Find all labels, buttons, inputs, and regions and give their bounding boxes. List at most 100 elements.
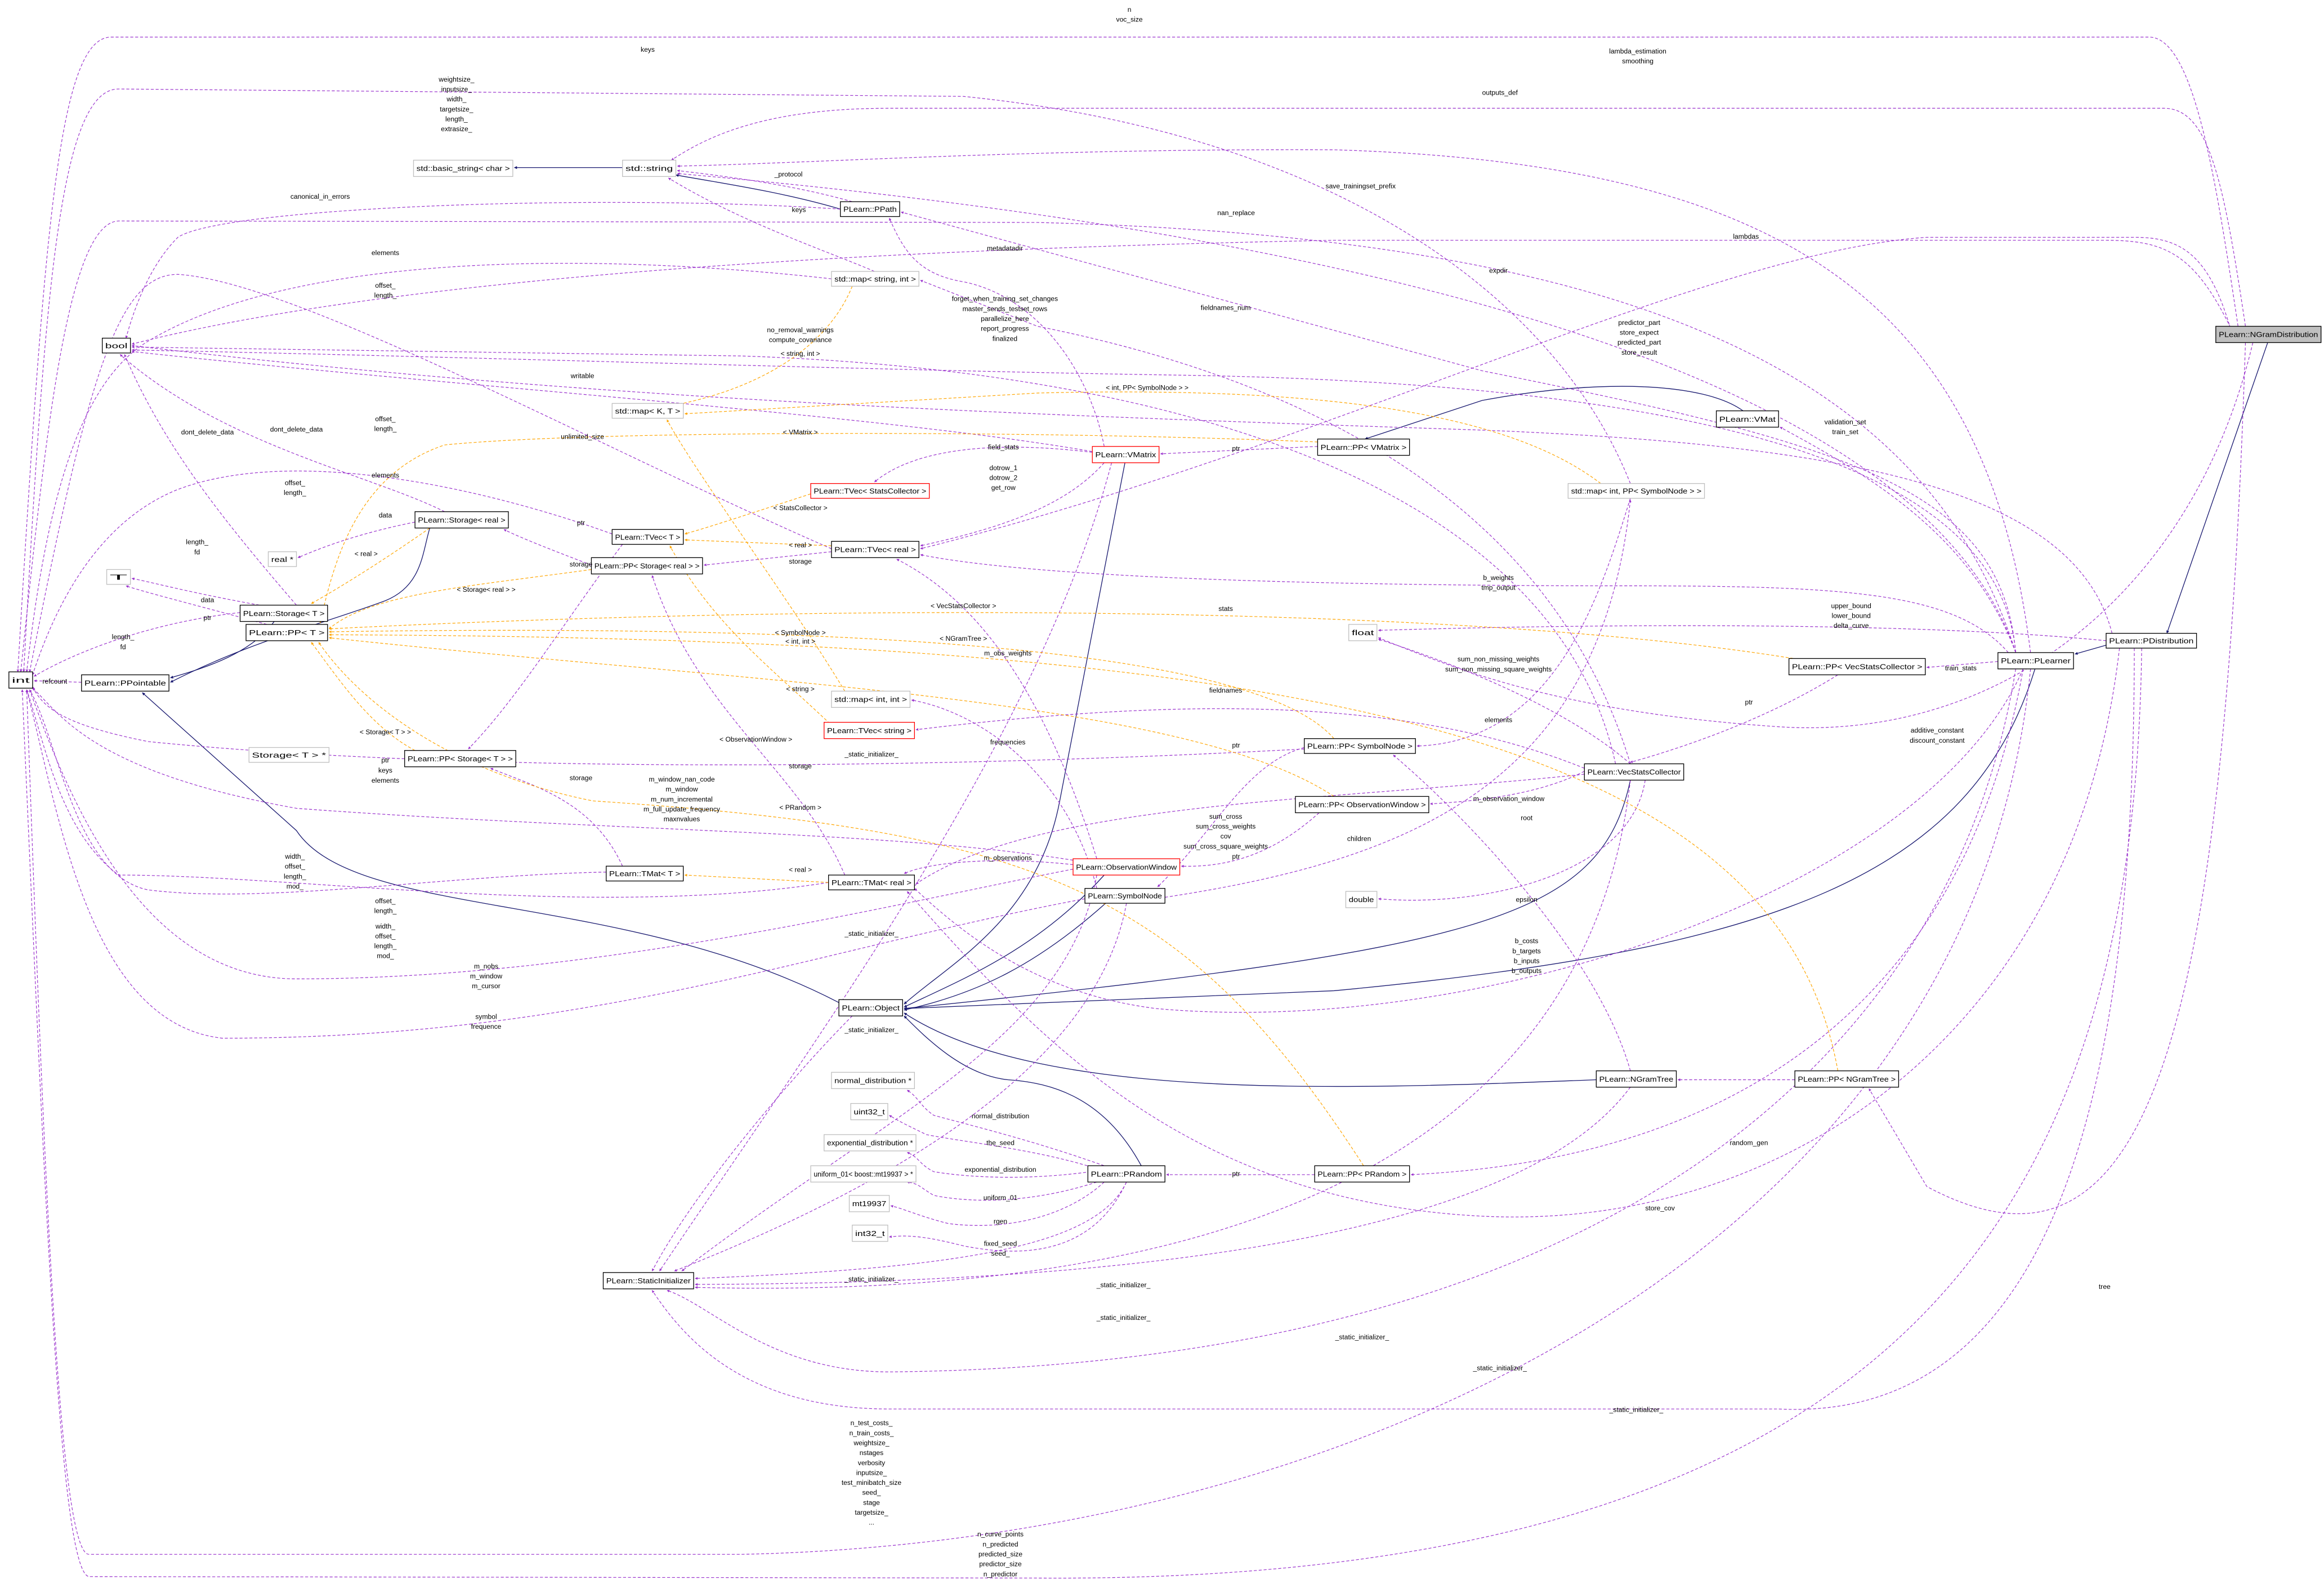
class-node-pp-t[interactable]: PLearn::PP< T > [245,624,328,641]
class-node-storage-real[interactable]: PLearn::Storage< real > [414,511,509,529]
edge-template [311,642,415,751]
class-node-pp-observationwindow[interactable]: PLearn::PP< ObservationWindow > [1295,796,1429,814]
node-box [1084,888,1165,904]
class-node-tmat-t[interactable]: PLearn::TMat< T > [606,865,684,882]
node-box [81,674,169,692]
edge-label: _static_initializer_ [844,930,899,938]
edge-usage [677,172,2016,653]
class-node-t: T [106,569,131,585]
edge-usage [131,344,2113,633]
class-node-vmatrix[interactable]: PLearn::VMatrix [1092,446,1160,463]
class-node-bool[interactable]: bool [101,337,131,354]
node-label: PLearn::PP< Storage< T > > [408,755,513,763]
edge-usage [1430,771,1585,805]
edge-label: length_ [374,425,397,433]
node-box [413,159,513,177]
class-node-int[interactable]: int [8,671,33,689]
class-node-pp-ngramtree[interactable]: PLearn::PP< NGramTree > [1794,1070,1900,1088]
edge-label: _protocol [774,170,803,178]
class-node-float: float [1348,624,1378,641]
edge-label: canonical_in_errors [290,193,350,200]
class-node-tvec-statscollector[interactable]: PLearn::TVec< StatsCollector > [810,483,930,499]
edge-label: get_row [991,484,1016,492]
class-node-object[interactable]: PLearn::Object [838,999,903,1016]
node-box [1715,410,1779,428]
class-node-pp-storage-t[interactable]: PLearn::PP< Storage< T > > [404,750,516,768]
edge-label: _static_initializer_ [1096,1314,1151,1322]
edge-label: ptr [381,756,389,764]
edge-usage [704,551,832,566]
node-label: PLearn::TVec< T > [615,533,681,541]
class-node-pp-prandom[interactable]: PLearn::PP< PRandom > [1314,1165,1410,1183]
class-node-storage-t[interactable]: PLearn::Storage< T > [239,604,328,622]
edge-label: save_trainingset_prefix [1326,182,1396,190]
edge-label: length_ [284,872,306,880]
class-node-int32-t: int32_t [852,1224,888,1242]
edge-label: m_window [665,786,698,793]
edge-label: < string, int > [781,350,820,358]
class-node-vecstatscollector[interactable]: PLearn::VecStatsCollector [1584,763,1684,781]
class-node-pp-vecstatscollector[interactable]: PLearn::PP< VecStatsCollector > [1788,658,1926,676]
class-node-mt19937: mt19937 [848,1195,890,1212]
class-node-tvec-t[interactable]: PLearn::TVec< T > [611,529,684,545]
edge-label: ptr [1232,1170,1240,1178]
class-node-ngramtree[interactable]: PLearn::NGramTree [1595,1070,1677,1088]
edge-usage [1630,674,1838,763]
edge-usage [920,237,2231,550]
class-node-observationwindow[interactable]: PLearn::ObservationWindow [1072,858,1181,876]
edge-usage [1780,427,2016,653]
edge-usage [874,447,1093,483]
edge-label: seed_ [862,1489,881,1497]
edge-label: forget_when_training_set_changes [952,295,1058,303]
node-label: PLearn::PP< SymbolNode > [1307,743,1413,751]
class-node-pdistribution[interactable]: PLearn::PDistribution [2106,633,2197,649]
edge-label: sum_non_missing_square_weights [1445,665,1552,673]
class-node-tvec-real[interactable]: PLearn::TVec< real > [831,541,919,559]
edge-usage [915,774,1585,885]
edge-label: ptr [1232,445,1240,453]
class-node-symbolnode[interactable]: PLearn::SymbolNode [1084,888,1165,904]
class-node-pp-symbolnode[interactable]: PLearn::PP< SymbolNode > [1304,738,1416,754]
class-node-plearner[interactable]: PLearn::PLearner [1997,652,2074,670]
edge-usage [131,240,2231,345]
edge-label: sum_cross_square_weights [1183,842,1268,850]
edge-label: mod_ [377,952,394,960]
class-node-tvec-string[interactable]: PLearn::TVec< string > [824,722,915,739]
edge-label: uniform_01 [984,1194,1018,1202]
class-node-staticinitializer[interactable]: PLearn::StaticInitializer [602,1272,694,1289]
edge-label: < SymbolNode > [775,628,826,636]
class-node-pp-storage-real[interactable]: PLearn::PP< Storage< real > > [591,557,703,574]
node-box [245,624,328,641]
node-box [1317,438,1410,456]
node-box [8,671,33,689]
edge-label: verbosity [858,1459,886,1467]
node-label: std::map< int, int > [834,696,907,704]
edge-usage [681,874,1097,1271]
class-node-ngramdistribution[interactable]: PLearn::NGramDistribution [2215,325,2322,343]
edge-usage [920,554,2009,653]
node-label: PLearn::ObservationWindow [1076,863,1177,871]
edge-label: m_full_update_frequency [643,805,721,813]
edge-usage [651,575,846,876]
node-box [1295,796,1429,814]
edge-label: elements [372,471,399,479]
class-node-vmat[interactable]: PLearn::VMat [1715,410,1779,428]
edge-label: _static_initializer_ [1096,1281,1151,1289]
edge-label: maxnvalues [664,815,700,823]
edge-label: < int, PP< SymbolNode > > [1106,384,1188,392]
edge-label: refcount [43,677,68,685]
class-node-pp-vmatrix[interactable]: PLearn::PP< VMatrix > [1317,438,1410,456]
class-node-ppointable[interactable]: PLearn::PPointable [81,674,169,692]
edge-label: m_cursor [472,982,500,990]
edge-label: length_ [284,489,306,497]
edge-usage [29,689,606,895]
node-box [2106,633,2197,649]
class-node-prandom[interactable]: PLearn::PRandom [1087,1165,1165,1183]
node-box [267,551,297,567]
class-node-tmat-real[interactable]: PLearn::TMat< real > [828,874,915,890]
node-box [1314,1165,1410,1183]
edge-usage [915,708,1585,769]
class-node-ppath[interactable]: PLearn::PPath [840,201,900,217]
edge-usage [1393,755,1631,1071]
